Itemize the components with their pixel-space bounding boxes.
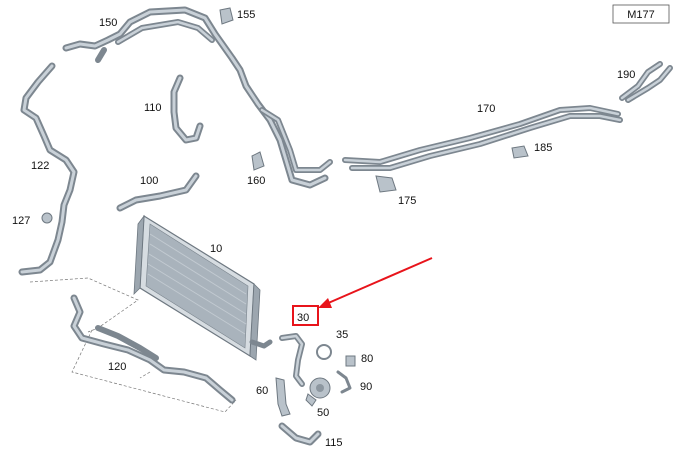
label-35: 35 xyxy=(336,329,348,341)
label-50: 50 xyxy=(317,407,329,419)
label-120: 120 xyxy=(108,361,126,373)
model-code-box: M177 xyxy=(612,4,670,24)
assembly-dashed-lines xyxy=(29,277,237,413)
label-150: 150 xyxy=(99,17,117,29)
label-122: 122 xyxy=(31,160,49,172)
clip-185[interactable] xyxy=(511,145,529,159)
hose-150[interactable] xyxy=(62,6,333,189)
pump-50[interactable] xyxy=(305,377,331,407)
hose-30[interactable] xyxy=(279,333,305,387)
clip-160[interactable] xyxy=(251,151,265,171)
hose-90[interactable] xyxy=(336,370,352,394)
bracket-60[interactable] xyxy=(275,377,291,417)
hose-110[interactable] xyxy=(170,74,204,144)
label-30: 30 xyxy=(297,312,309,324)
hose-100[interactable] xyxy=(116,172,200,212)
label-127: 127 xyxy=(12,215,30,227)
clamp-35[interactable] xyxy=(316,344,332,360)
highlight-annotation xyxy=(292,257,433,326)
label-80: 80 xyxy=(361,353,373,365)
highlight-arrow-line xyxy=(325,257,433,305)
label-60: 60 xyxy=(256,385,268,397)
label-160: 160 xyxy=(247,175,265,187)
highlight-box xyxy=(292,305,319,326)
clip-175[interactable] xyxy=(375,175,397,193)
part-labels: 150 155 190 110 170 185 122 100 160 175 … xyxy=(12,9,635,449)
label-185: 185 xyxy=(534,142,552,154)
clip-80[interactable] xyxy=(345,355,356,367)
label-175: 175 xyxy=(398,195,416,207)
highlight-arrow-head xyxy=(318,298,332,308)
label-170: 170 xyxy=(477,103,495,115)
model-code: M177 xyxy=(627,9,655,21)
label-90: 90 xyxy=(360,381,372,393)
label-115: 115 xyxy=(325,437,343,449)
hose-122[interactable] xyxy=(18,62,78,276)
label-10: 10 xyxy=(210,243,222,255)
hose-120[interactable] xyxy=(70,294,236,404)
hose-115[interactable] xyxy=(278,422,322,446)
radiator-10[interactable] xyxy=(133,214,273,361)
label-110: 110 xyxy=(144,102,162,114)
clip-127[interactable] xyxy=(41,212,53,224)
clip-155[interactable] xyxy=(219,7,234,25)
label-155: 155 xyxy=(237,9,255,21)
hose-190[interactable] xyxy=(619,61,673,103)
label-190: 190 xyxy=(617,69,635,81)
hose-170[interactable] xyxy=(342,105,623,171)
label-100: 100 xyxy=(140,175,158,187)
